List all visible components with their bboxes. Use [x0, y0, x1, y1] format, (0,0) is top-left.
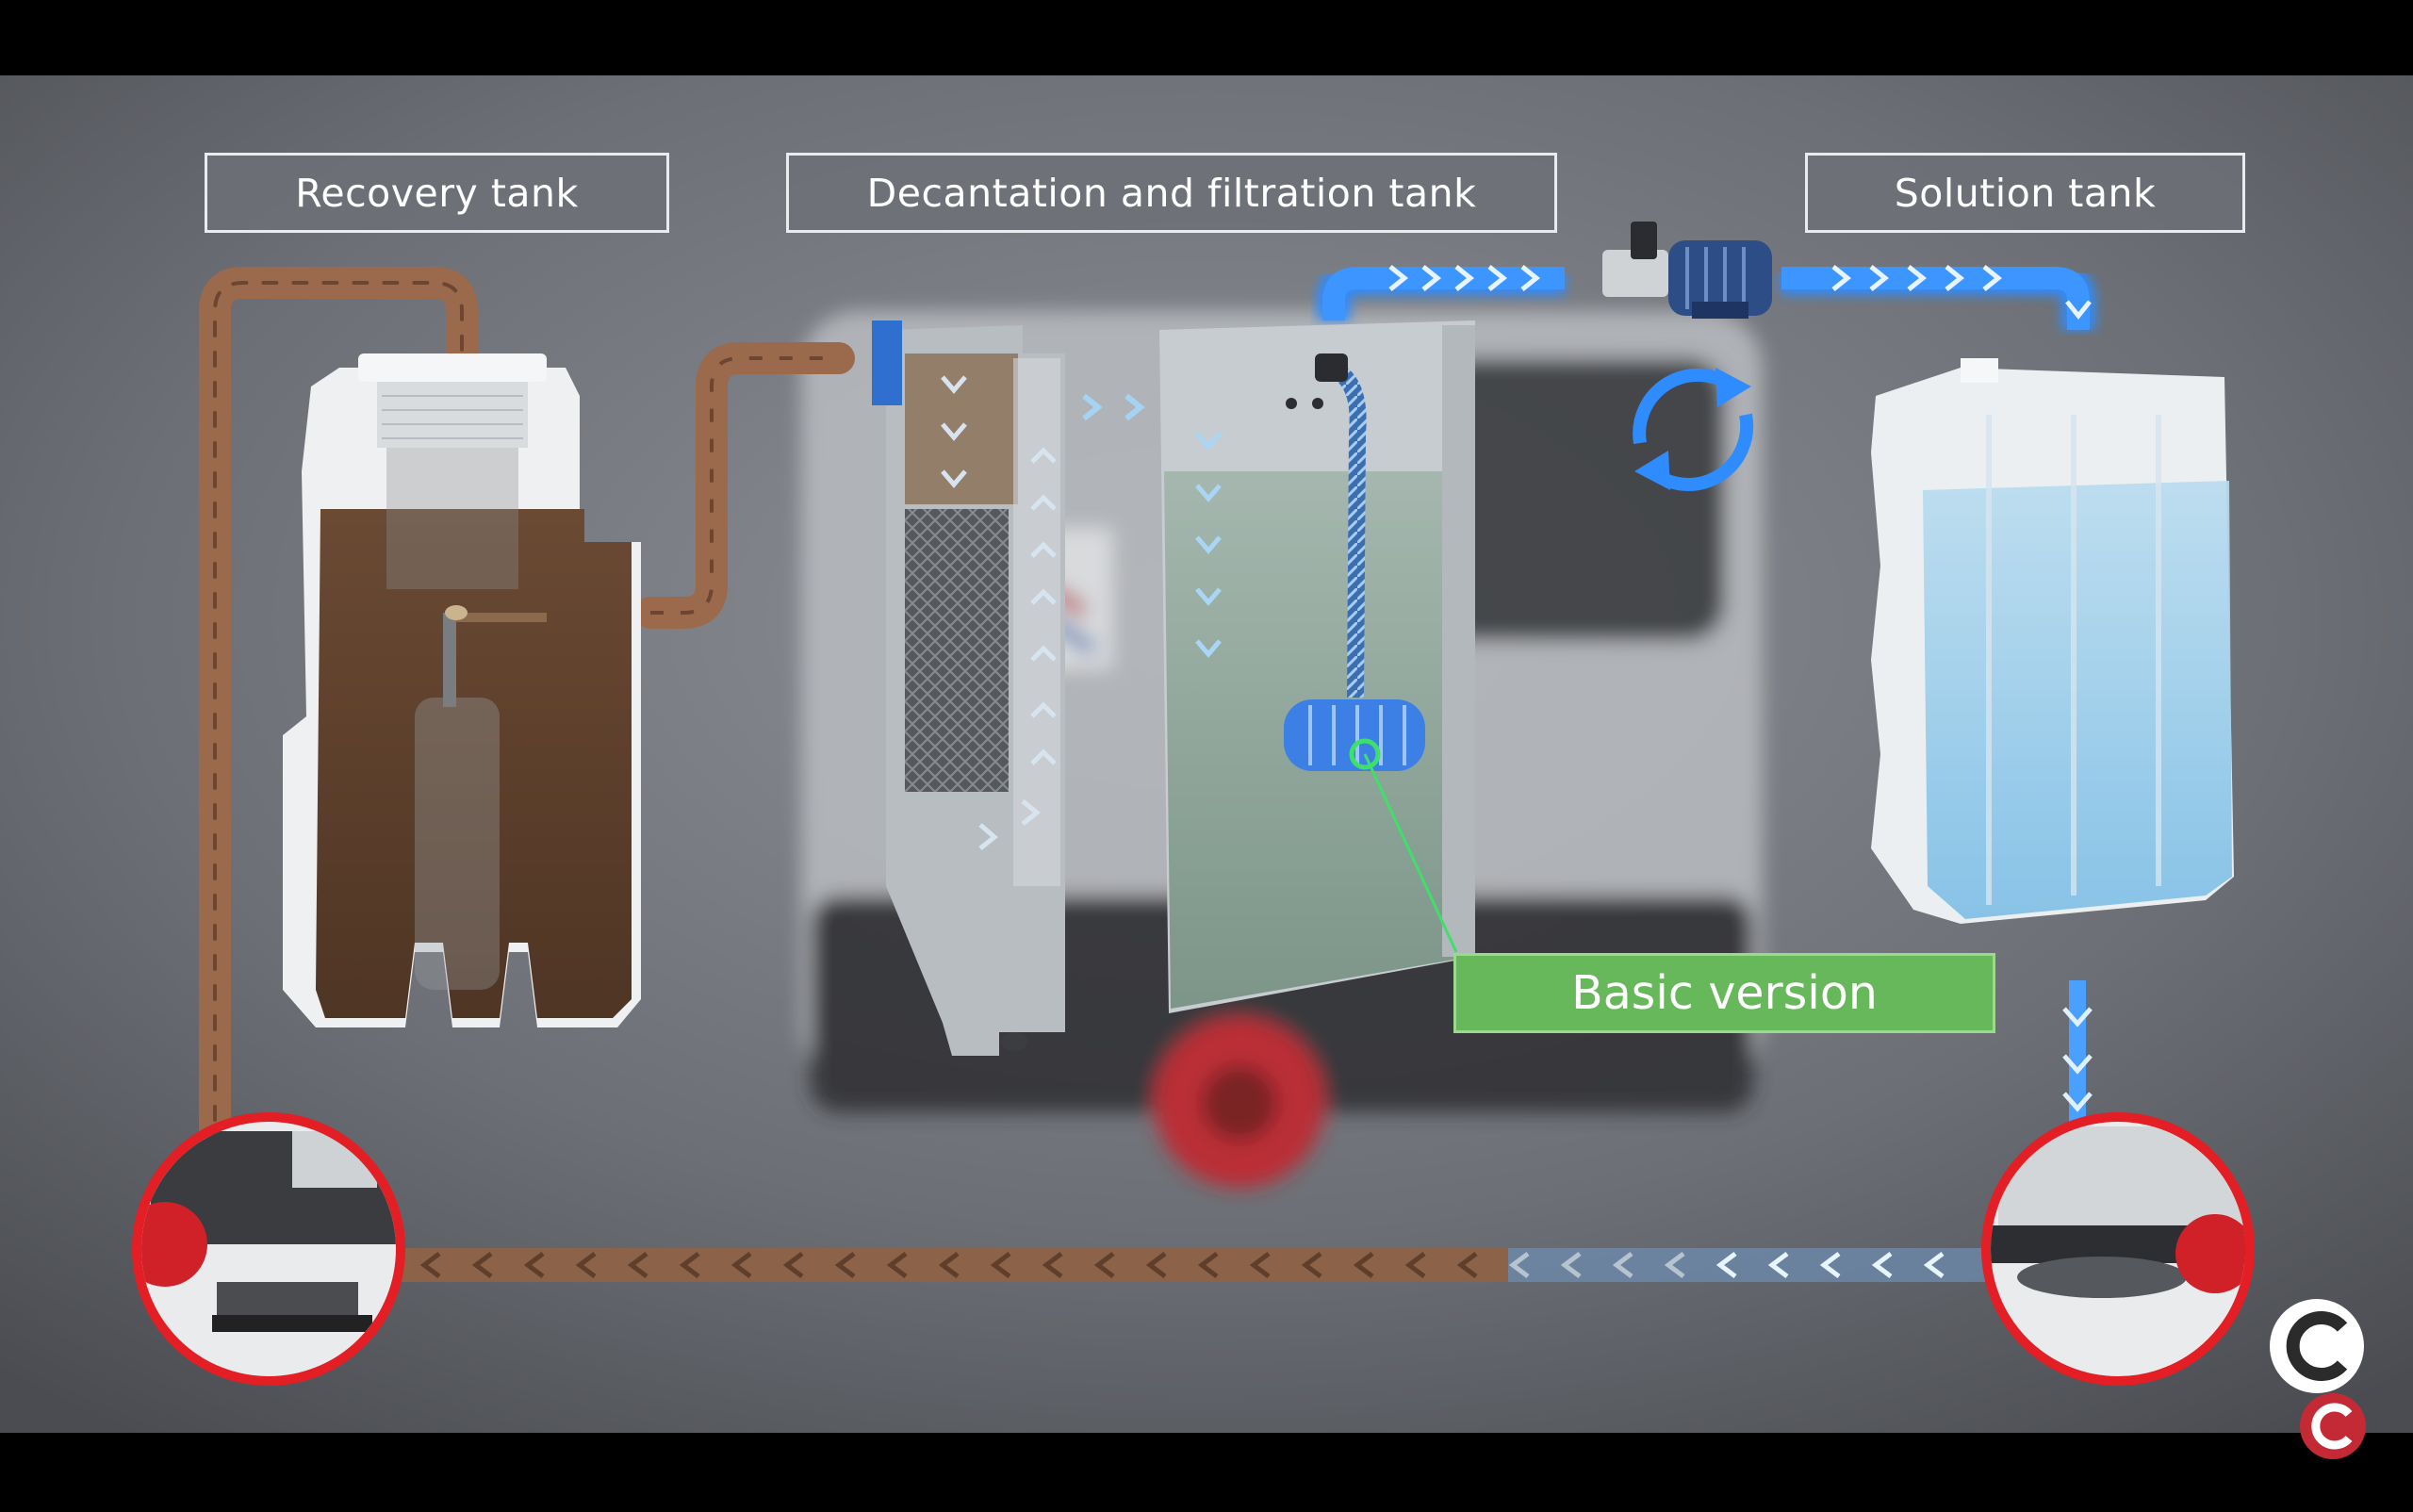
flow-chevron	[419, 1252, 441, 1278]
flow-chevron	[730, 1252, 752, 1278]
clean-water-pipe	[1317, 261, 2095, 330]
flow-chevron	[1249, 1252, 1271, 1278]
flow-chevron	[886, 1252, 908, 1278]
solution-tank-label: Solution tank	[1805, 153, 2245, 233]
flow-chevron	[1197, 1252, 1219, 1278]
flow-chevron	[575, 1252, 597, 1278]
pump	[1602, 222, 1772, 319]
flow-chevron	[1715, 1252, 1737, 1278]
bottom-letterbox	[0, 1433, 2413, 1508]
flow-chevron	[1301, 1252, 1322, 1278]
flow-chevron	[1664, 1252, 1685, 1278]
flow-chevron	[1353, 1252, 1374, 1278]
flow-chevron	[1093, 1252, 1115, 1278]
flow-chevron	[1508, 1252, 1530, 1278]
flow-chevron	[1404, 1252, 1426, 1278]
top-letterbox	[0, 0, 2413, 75]
flow-chevron	[627, 1252, 648, 1278]
flow-chevron	[1145, 1252, 1167, 1278]
flow-chevron	[523, 1252, 545, 1278]
flow-chevron	[834, 1252, 856, 1278]
decantation-tank	[872, 320, 1065, 1056]
flow-chevron	[1612, 1252, 1633, 1278]
inlet-connector	[872, 320, 902, 405]
filter-cartridge	[1284, 699, 1425, 771]
solution-tank	[1871, 358, 2234, 924]
flow-chevron	[1871, 1252, 1893, 1278]
dirty-water-return-pipe	[199, 267, 478, 1166]
front-squeegee-view	[132, 1112, 405, 1386]
flow-chevron	[1560, 1252, 1582, 1278]
flow-chevron	[1923, 1252, 1945, 1278]
flow-chevron	[938, 1252, 960, 1278]
flow-chevron	[679, 1252, 700, 1278]
flow-chevron	[471, 1252, 493, 1278]
filtration-tank	[1159, 320, 1475, 1013]
recovery-tank-label: Recovery tank	[205, 153, 669, 233]
bottom-flow-chevrons	[419, 1252, 1945, 1278]
rear-brush-view	[1981, 1112, 2255, 1386]
flow-chevron	[1456, 1252, 1478, 1278]
solution-to-brush-pipe	[2062, 980, 2093, 1122]
channel-logo-icon	[2270, 1299, 2366, 1459]
callout-line	[1363, 753, 1458, 953]
flow-chevron	[1042, 1252, 1063, 1278]
flow-chevron	[1767, 1252, 1789, 1278]
flow-chevron	[990, 1252, 1011, 1278]
recycle-arrows-icon	[1633, 368, 1754, 491]
flow-chevron	[782, 1252, 804, 1278]
recovery-tank	[283, 353, 641, 1027]
basic-version-label: Basic version	[1453, 953, 1995, 1033]
recovery-to-decant-pipe	[634, 342, 855, 629]
decantation-tank-label: Decantation and filtration tank	[786, 153, 1557, 233]
flow-chevron	[1819, 1252, 1841, 1278]
